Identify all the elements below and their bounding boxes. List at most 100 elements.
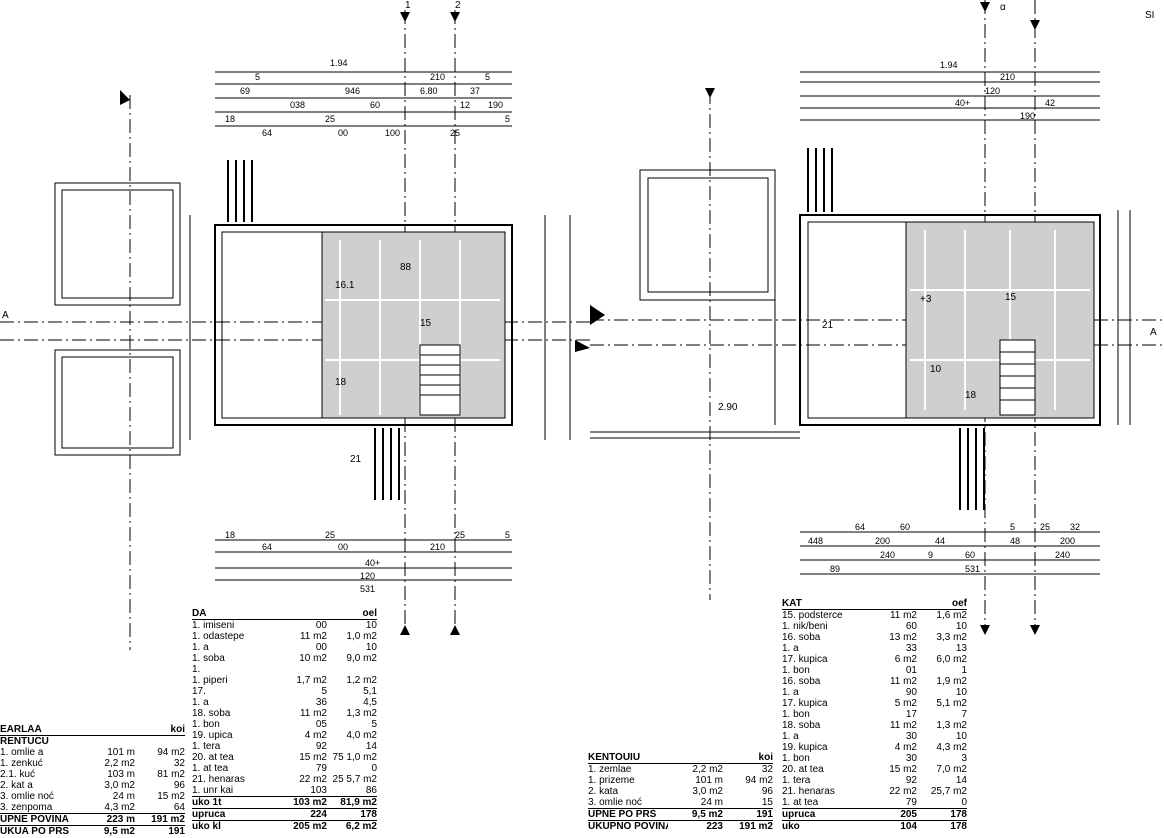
dimension-text: 25 [325, 530, 335, 540]
cell: 1. zenkuć [0, 758, 43, 769]
cell: 00 [315, 620, 327, 631]
cell: 21. henaras [192, 774, 245, 785]
dimension-text: 44 [935, 536, 945, 546]
cell: 1. omlie a [0, 747, 44, 758]
cell: 22 m2 [889, 786, 917, 797]
cell: 11 m2 [299, 631, 327, 642]
cell: 1,3 m2 [936, 720, 967, 731]
cell: 0 [961, 797, 967, 808]
cell: 191 [756, 809, 773, 820]
table-title: DA [192, 608, 207, 619]
cell: 10 [955, 621, 967, 632]
cell: 10 [955, 687, 967, 698]
dimension-text: 448 [808, 536, 823, 546]
cell: 191 m2 [739, 821, 773, 832]
cell: 7,0 m2 [936, 764, 967, 775]
cell: 6,0 m2 [936, 654, 967, 665]
axis-marker-icon [980, 625, 990, 635]
cell: 1. unr kai [192, 785, 234, 796]
dimension-text: 210 [1000, 72, 1015, 82]
cell: 2. kat a [0, 780, 33, 791]
dimension-text: 60 [900, 522, 910, 532]
cell: 19. upica [192, 730, 233, 741]
cell: 1. bon [782, 753, 810, 764]
dimension-text: 1.94 [940, 60, 958, 70]
column-header: oef [952, 598, 967, 609]
dimension-text: 120 [360, 571, 375, 581]
room-label: 18 [965, 390, 977, 401]
dimension-text: 00 [338, 542, 348, 552]
cell: 25,7 m2 [930, 786, 967, 797]
cell: 1. [192, 664, 201, 675]
cell: 1. imiseni [192, 620, 235, 631]
dimension-text: 5 [505, 114, 510, 124]
cell: 94 m2 [157, 747, 185, 758]
dimension-text: 190 [1020, 111, 1035, 121]
cell: 3. omlie noć [588, 797, 642, 808]
cell: uko [782, 821, 800, 832]
cell: 5 m2 [894, 698, 917, 709]
cell: 1. tera [192, 741, 221, 752]
right-floor-plan [590, 0, 1164, 630]
cell: 11 m2 [299, 708, 327, 719]
dimension-text: 25 [325, 114, 335, 124]
cell: 178 [950, 821, 967, 832]
cell: 1. a [192, 697, 209, 708]
cell: 92 [905, 775, 917, 786]
left-floor-plan [0, 10, 590, 650]
axis-marker-icon [450, 12, 460, 22]
cell: 103 [310, 785, 327, 796]
axis-marker-icon [120, 90, 130, 105]
cell: 60 [905, 621, 917, 632]
cell: 1. odastepe [192, 631, 245, 642]
table-title: EARLAA [0, 724, 42, 735]
cell: 64 [173, 802, 185, 813]
dimension-text: 9 [928, 550, 933, 560]
room-label: +3 [920, 294, 932, 305]
table-row: 1. [192, 664, 377, 675]
cell: 101 m [107, 747, 135, 758]
axis-label: 1 [405, 0, 411, 11]
cell: 21. henaras [782, 786, 835, 797]
dimension-text: 038 [290, 100, 305, 110]
cell: 4 m2 [304, 730, 327, 741]
room-label: 18 [335, 377, 347, 388]
dimension-text: 25 [1040, 522, 1050, 532]
dimension-text: 200 [875, 536, 890, 546]
terrace-outline [54, 349, 181, 456]
table-row: 21. henaras 22 m2 25,7 m2 [782, 786, 967, 797]
dimension-text: 64 [262, 128, 272, 138]
cell: 1. soba [192, 653, 225, 664]
cell: upruca [782, 809, 816, 820]
cell: 191 m2 [151, 814, 185, 825]
cell: 36 [315, 697, 327, 708]
cell: 5,1 [363, 686, 377, 697]
cell: 3,0 m2 [692, 786, 723, 797]
cell: 94 m2 [745, 775, 773, 786]
cell [272, 664, 327, 675]
cell: 1. zemlae [588, 764, 632, 775]
cell: 81,9 m2 [340, 797, 377, 808]
cell: 16. soba [782, 676, 821, 687]
